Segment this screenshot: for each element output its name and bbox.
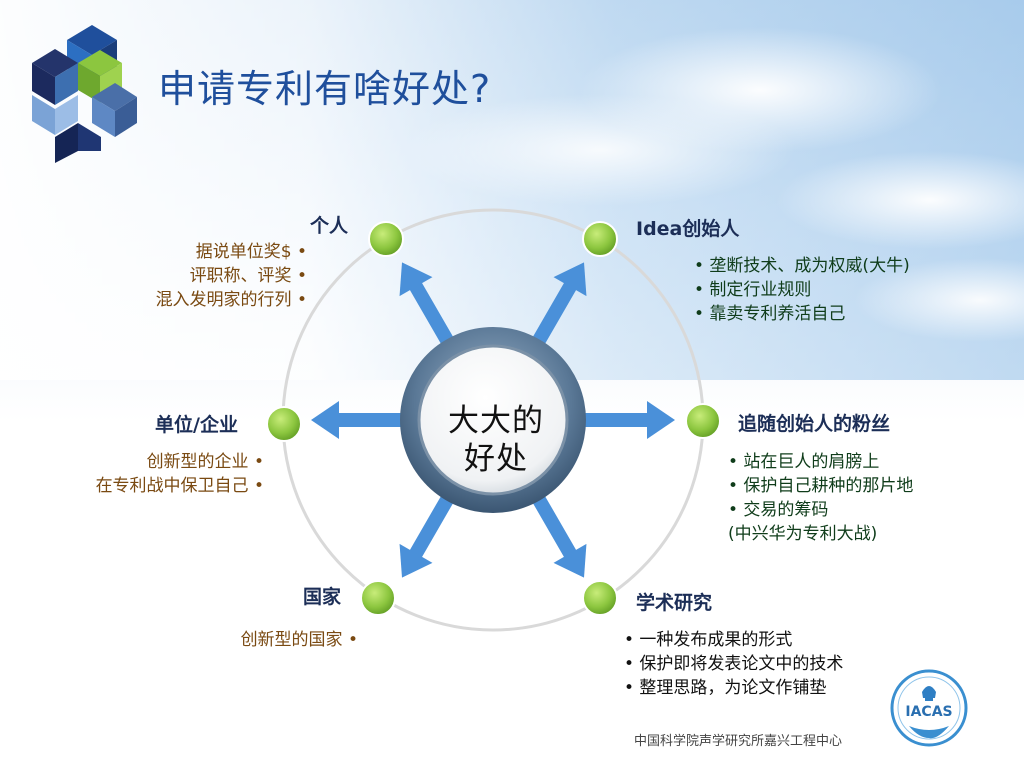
center-inner (417, 344, 569, 496)
arrow-down-left (399, 494, 455, 578)
items-country: 创新型的国家 • (241, 628, 358, 652)
label-founder: Idea创始人 (636, 218, 740, 240)
sky-background (0, 0, 1024, 380)
list-item: • 整理思路，为论文作铺垫 (624, 678, 827, 698)
list-item: 在专利战中保卫自己 • (95, 476, 264, 496)
arrow-up-left (399, 262, 455, 346)
center-line-1: 大大的 (448, 403, 544, 439)
node-personal (368, 221, 404, 257)
footer-organization: 中国科学院声学研究所嘉兴工程中心 (634, 734, 843, 749)
list-item: • 站在巨人的肩膀上 (728, 452, 880, 472)
list-item: 据说单位奖$ • (195, 242, 307, 262)
center-line-2: 好处 (464, 441, 528, 477)
arrow-down-right (531, 494, 587, 578)
items-founder: • 垄断技术、成为权威(大牛) • 制定行业规则 • 靠卖专利养活自己 (694, 254, 910, 326)
badge-text: IACAS (905, 704, 952, 720)
iacas-badge-icon: IACAS (890, 669, 968, 747)
label-academic: 学术研究 (636, 592, 713, 614)
list-item: • 保护即将发表论文中的技术 (624, 654, 844, 674)
list-item: • 交易的筹码 (728, 500, 829, 520)
label-personal: 个人 (310, 215, 349, 237)
items-followers: • 站在巨人的肩膀上 • 保护自己耕种的那片地 • 交易的筹码 (中兴华为专利大… (728, 450, 913, 546)
page-title: 申请专利有啥好处? (158, 67, 492, 111)
node-company (266, 406, 302, 442)
center-label: 大大的 好处 (436, 402, 556, 478)
label-country: 国家 (303, 586, 342, 608)
logo-icon (32, 25, 137, 163)
arrow-left (311, 401, 403, 439)
list-item: 创新型的企业 • (146, 452, 264, 472)
list-item: • 制定行业规则 (694, 280, 812, 300)
list-item: (中兴华为专利大战) (728, 524, 878, 544)
items-personal: 据说单位奖$ • 评职称、评奖 • 混入发明家的行列 • (156, 240, 307, 312)
node-followers (685, 403, 721, 439)
list-item: • 一种发布成果的形式 (624, 630, 793, 650)
items-company: 创新型的企业 • 在专利战中保卫自己 • (96, 450, 264, 498)
list-item: • 保护自己耕种的那片地 (728, 476, 914, 496)
node-founder (582, 221, 618, 257)
list-item: • 靠卖专利养活自己 (694, 304, 846, 324)
list-item: • 垄断技术、成为权威(大牛) (694, 256, 910, 276)
items-academic: • 一种发布成果的形式 • 保护即将发表论文中的技术 • 整理思路，为论文作铺垫 (624, 628, 843, 700)
label-company: 单位/企业 (155, 414, 238, 436)
node-country (360, 580, 396, 616)
list-item: 混入发明家的行列 • (155, 290, 307, 310)
list-item: 创新型的国家 • (240, 630, 358, 650)
list-item: 评职称、评奖 • (189, 266, 307, 286)
arrow-up-right (531, 262, 587, 346)
arrow-right (583, 401, 675, 439)
label-followers: 追随创始人的粉丝 (738, 413, 891, 435)
node-academic (582, 580, 618, 616)
